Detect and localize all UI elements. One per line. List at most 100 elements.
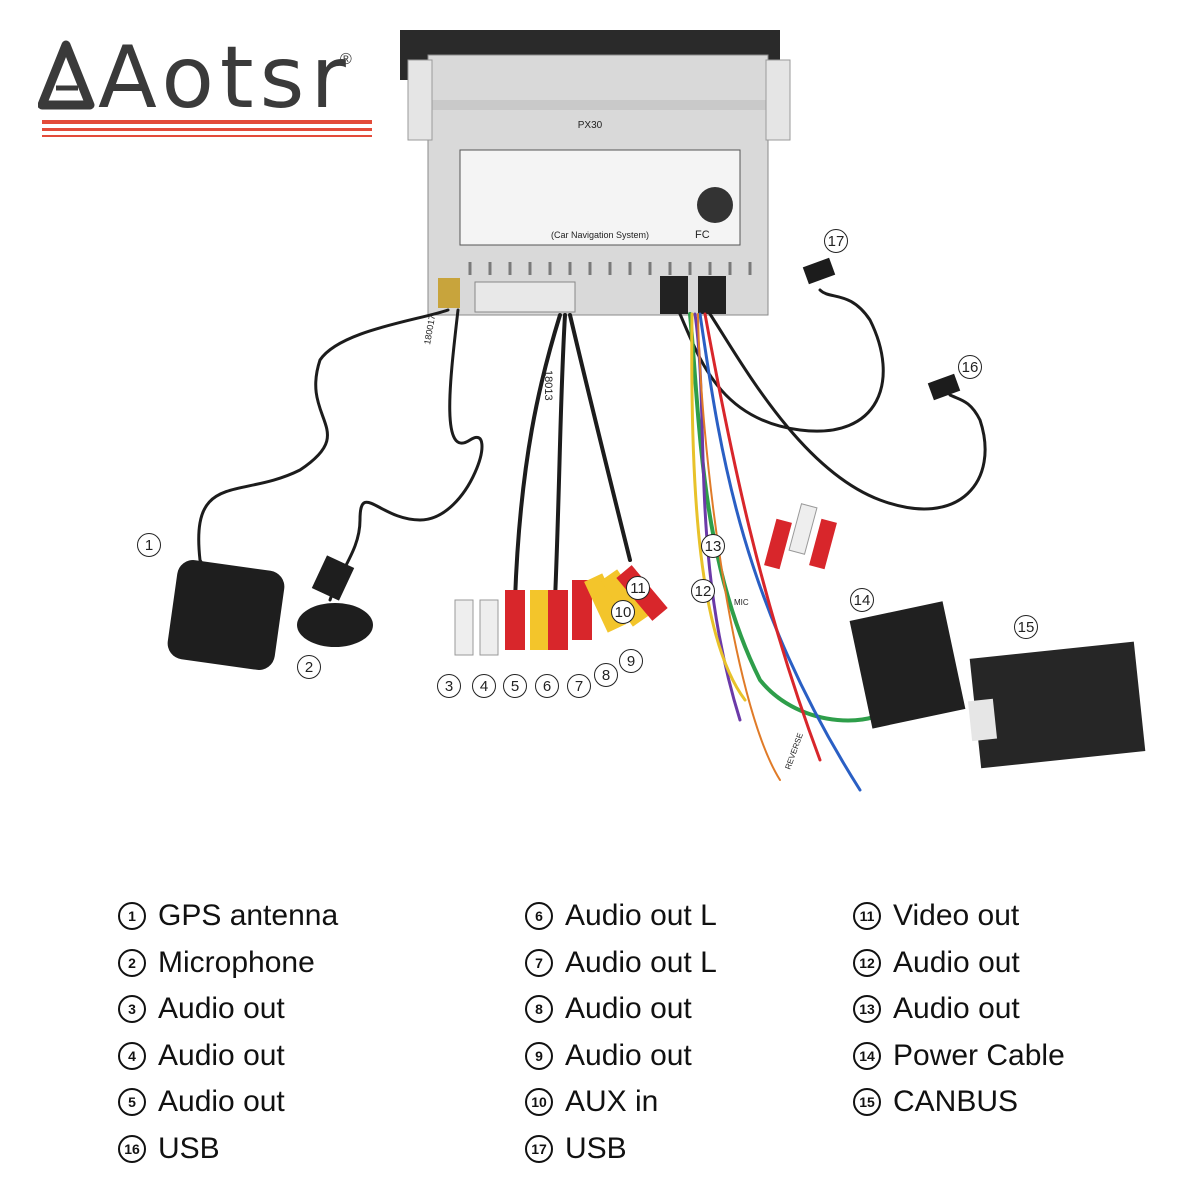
legend-label: Audio out xyxy=(893,945,1020,979)
callout-15: 15 xyxy=(1014,615,1038,639)
legend-item: 11 Video out xyxy=(853,893,1065,940)
usb-end-17 xyxy=(802,257,836,285)
usb-cable-16 xyxy=(708,312,987,511)
callout-6: 6 xyxy=(535,674,559,698)
legend-number: 10 xyxy=(525,1088,553,1117)
head-unit: PX30 (Car Navigation System) FC xyxy=(400,30,791,316)
gps-connector xyxy=(438,278,460,308)
legend-item: 17 USB xyxy=(525,1126,717,1173)
legend-label: Power Cable xyxy=(893,1038,1065,1072)
wire-red xyxy=(703,312,822,762)
rca-bundle-a xyxy=(513,313,562,602)
legend-number: 9 xyxy=(525,1041,553,1070)
legend-item: 8 Audio out xyxy=(525,986,717,1033)
harness-tag-mic: MIC xyxy=(734,598,749,607)
callout-9: 9 xyxy=(619,649,643,673)
gps-antenna-puck xyxy=(167,560,285,670)
callout-8: 8 xyxy=(594,663,618,687)
legend-label: Audio out xyxy=(565,1038,692,1072)
brand-name: Aotsr xyxy=(98,40,352,128)
legend-number: 1 xyxy=(118,902,146,931)
canbus-box xyxy=(967,641,1146,769)
legend-number: 6 xyxy=(525,902,553,931)
legend-label: Audio out xyxy=(158,1085,285,1118)
legend-label: USB xyxy=(158,1131,220,1165)
wire-yellow xyxy=(690,312,747,702)
legend-item: 16 USB xyxy=(118,1126,338,1173)
wire-blue xyxy=(698,312,862,792)
legend-item: 1 GPS antenna xyxy=(118,893,338,940)
registered-mark: ® xyxy=(340,51,352,68)
callout-12: 12 xyxy=(691,579,715,603)
legend-number: 14 xyxy=(853,1041,881,1070)
legend-number: 8 xyxy=(525,995,553,1024)
harness-tag-reverse: REVERSE xyxy=(783,732,805,771)
legend-item: 7 Audio out L xyxy=(525,940,717,987)
callout-14: 14 xyxy=(850,588,874,612)
legend-number: 13 xyxy=(853,995,881,1024)
callout-17: 17 xyxy=(824,229,848,253)
callout-13: 13 xyxy=(701,534,725,558)
rca-bundle-c xyxy=(568,313,632,562)
callout-5: 5 xyxy=(503,674,527,698)
legend-number: 16 xyxy=(118,1134,146,1163)
gps-cable xyxy=(197,308,450,592)
legend-label: Audio out xyxy=(158,992,285,1025)
legend-label: USB xyxy=(565,1131,627,1165)
legend-label: GPS antenna xyxy=(158,899,339,932)
legend-number: 15 xyxy=(853,1088,881,1117)
legend-item: 6 Audio out L xyxy=(525,893,717,940)
legend-number: 5 xyxy=(118,1088,146,1117)
legend-label: Video out xyxy=(893,899,1020,932)
brand-underline-stripes xyxy=(42,120,372,137)
callout-2: 2 xyxy=(297,655,321,679)
legend-item: 15 CANBUS xyxy=(853,1079,1065,1126)
legend-label: AUX in xyxy=(565,1085,659,1118)
product-photo: PX30 (Car Navigation System) FC xyxy=(167,30,1146,792)
legend-label: Microphone xyxy=(158,945,315,979)
harness-tag-side: 180017 xyxy=(422,314,437,345)
legend-item: 12 Audio out xyxy=(853,940,1065,987)
callout-4: 4 xyxy=(472,674,496,698)
callout-7: 7 xyxy=(567,674,591,698)
model-label: PX30 xyxy=(578,120,603,131)
mic-cable xyxy=(328,308,484,602)
legend-label: Audio out xyxy=(158,1038,285,1072)
legend-label: Audio out L xyxy=(565,945,717,979)
legend-item: 9 Audio out xyxy=(525,1033,717,1080)
legend-item: 10 AUX in xyxy=(525,1079,717,1126)
main-harness-plug xyxy=(474,281,576,313)
callout-11: 11 xyxy=(626,576,650,600)
android-badge xyxy=(697,187,733,223)
callout-10: 10 xyxy=(611,600,635,624)
microphone xyxy=(297,555,373,647)
brand-logo: Aotsr ® xyxy=(37,28,378,150)
legend-label: CANBUS xyxy=(893,1085,1019,1118)
legend-number: 11 xyxy=(853,902,881,931)
rca-bundle-b xyxy=(553,313,567,602)
usb-plug-b xyxy=(698,276,726,314)
legend-number: 17 xyxy=(525,1134,553,1163)
cert-label: FC xyxy=(695,229,710,241)
spec-sticker xyxy=(459,149,741,246)
legend-item: 14 Power Cable xyxy=(853,1033,1065,1080)
legend-item: 2 Microphone xyxy=(118,940,338,987)
legend-number: 2 xyxy=(118,948,146,977)
callout-3: 3 xyxy=(437,674,461,698)
usb-end-16 xyxy=(927,373,961,401)
legend-number: 4 xyxy=(118,1041,146,1070)
usb-plug-a xyxy=(660,276,688,314)
sticker-caption: (Car Navigation System) xyxy=(551,230,649,240)
wire-orange xyxy=(697,313,781,781)
legend-number: 12 xyxy=(853,948,881,977)
callout-1: 1 xyxy=(137,533,161,557)
legend-item: 4 Audio out xyxy=(118,1033,338,1080)
legend-label: Audio out L xyxy=(565,899,717,932)
legend-label: Audio out xyxy=(565,992,692,1025)
legend-number: 7 xyxy=(525,948,553,977)
